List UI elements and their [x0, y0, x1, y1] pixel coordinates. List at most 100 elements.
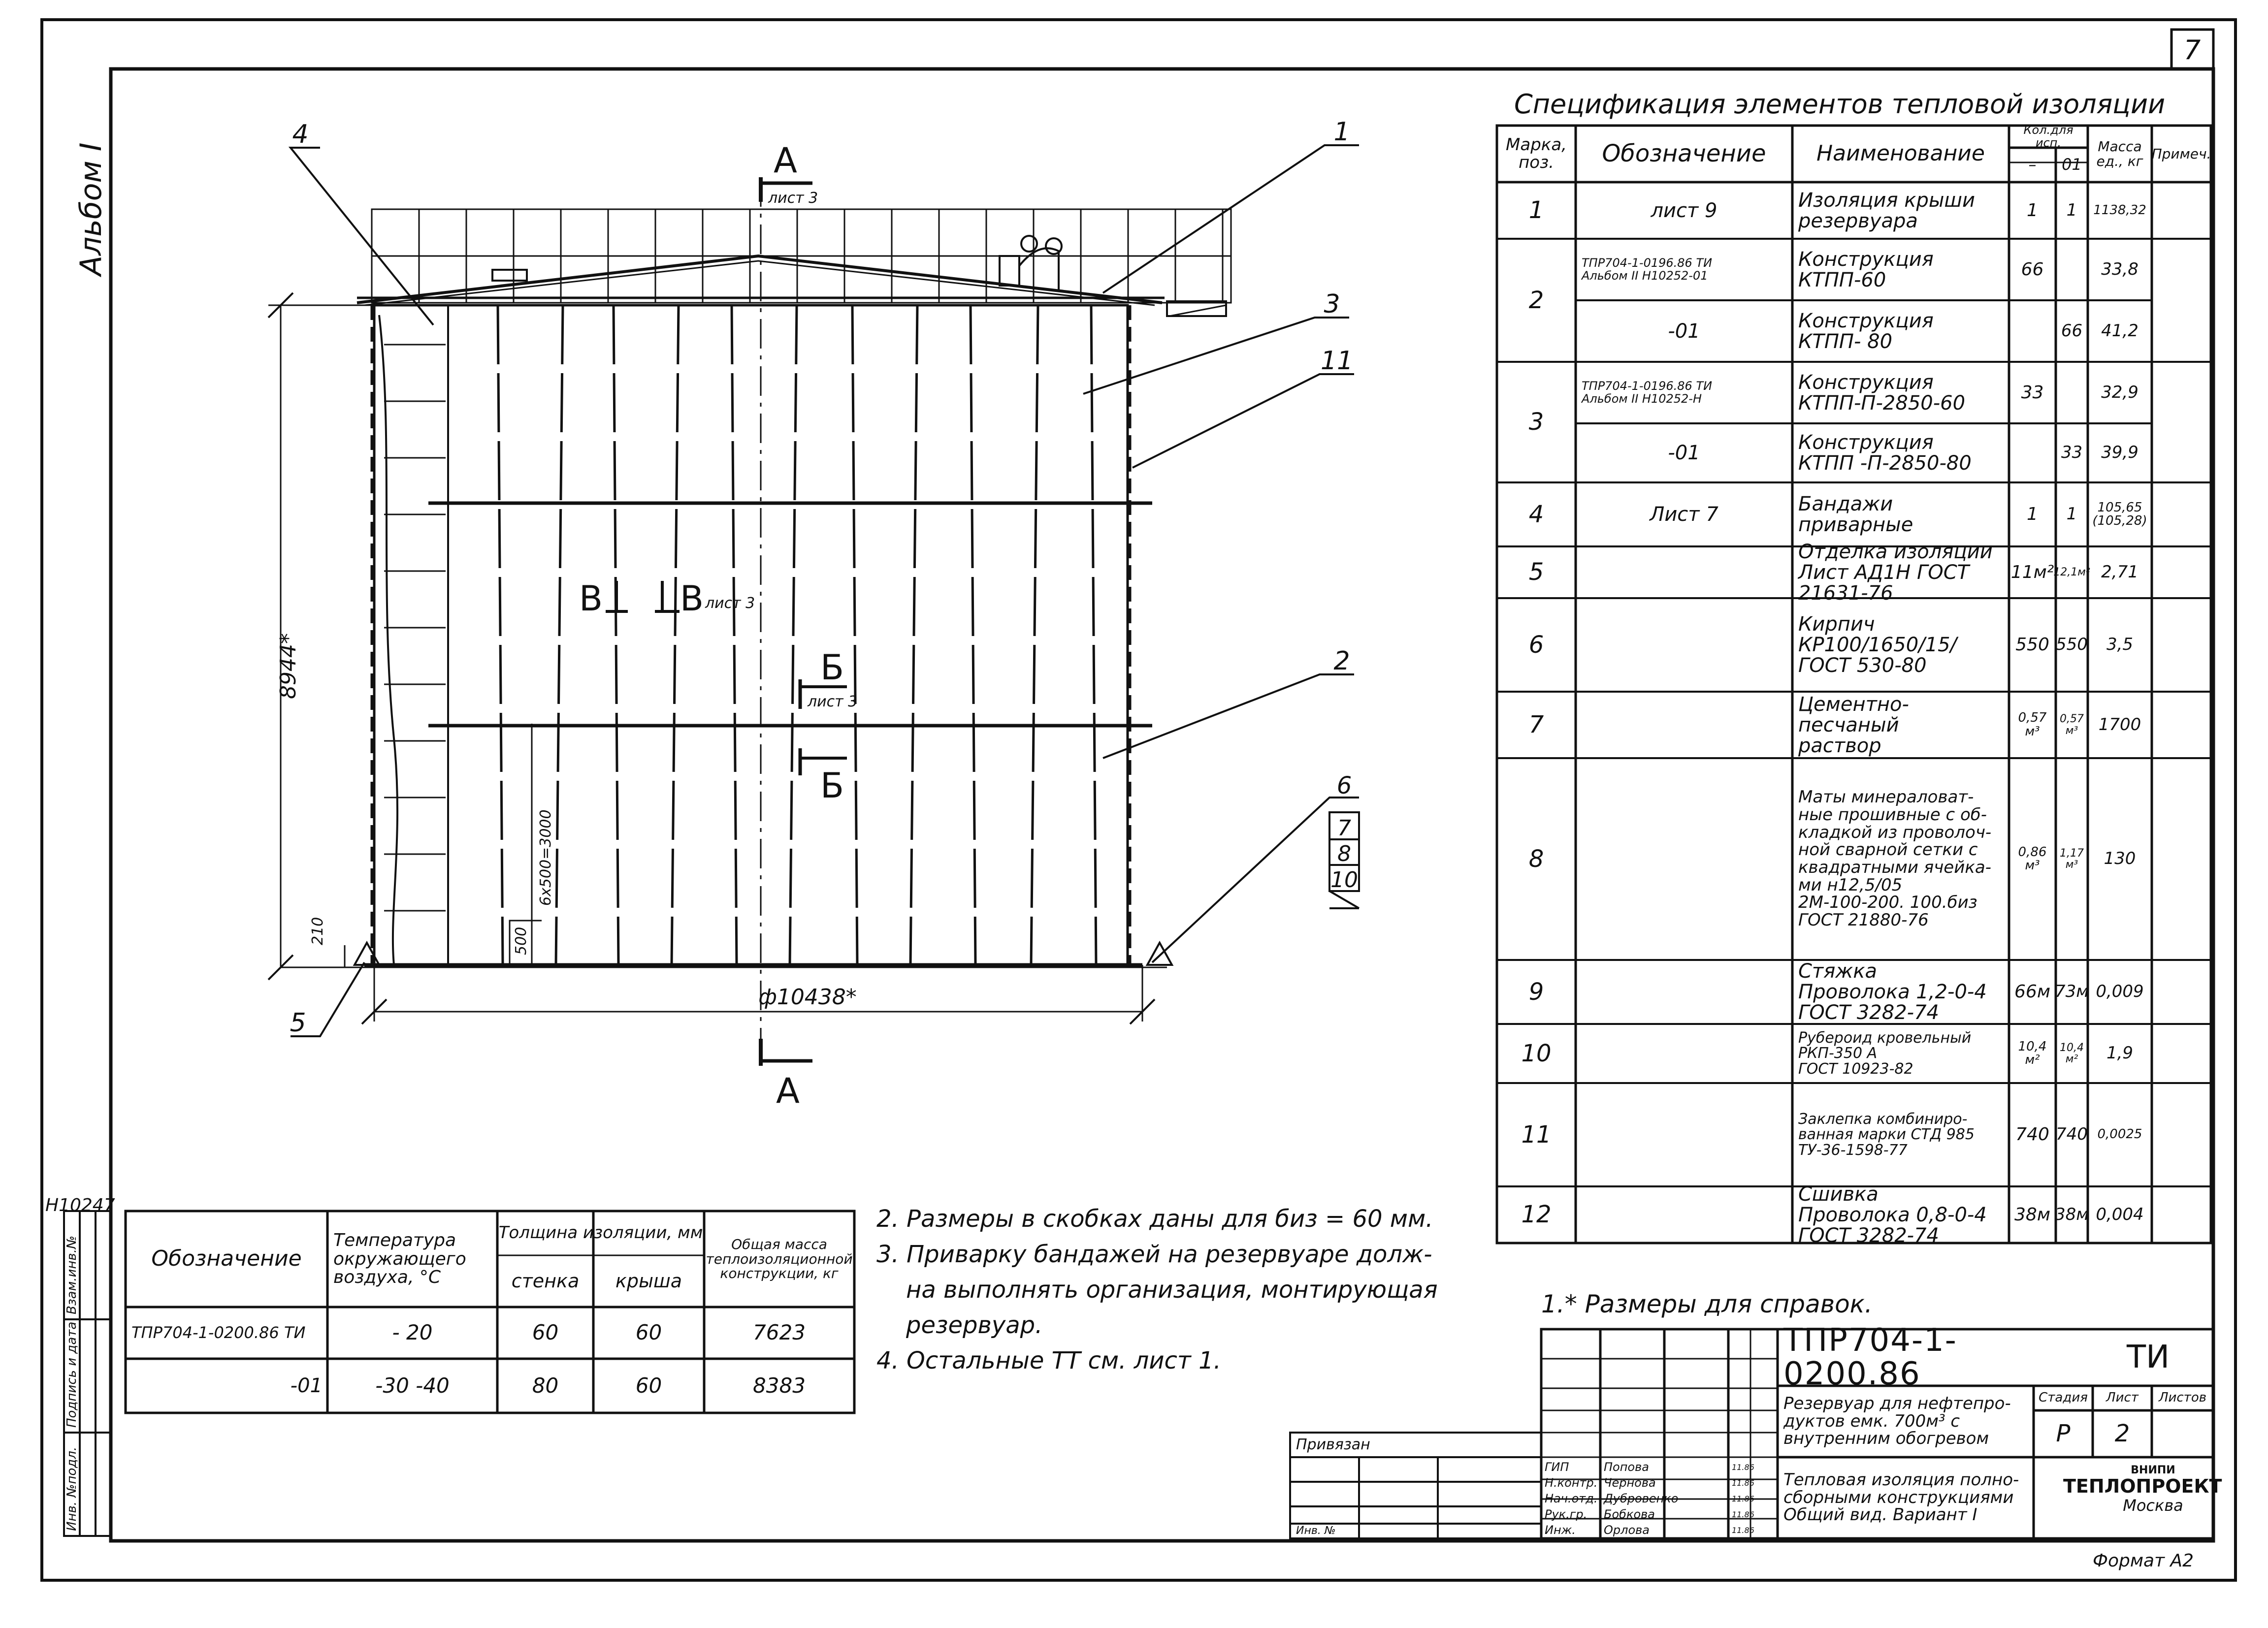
title-organization: ВНИПИ ТЕПЛОПРОЕКТ Москва: [2034, 1464, 2222, 1514]
spec-row-6-1-mass: 3,5: [2106, 635, 2134, 655]
spec-row-9-1-qty2: 73м: [2055, 982, 2089, 1002]
outer-frame: [40, 18, 2237, 1582]
spec-row-10-mark: 10: [1521, 1039, 1552, 1067]
spec-header-name: Наименование: [1816, 141, 1985, 166]
variant-row-2-temp: -30 -40: [375, 1373, 450, 1398]
variant-row-1-wall: 60: [532, 1320, 559, 1345]
spec-row-3-1-qty2: [2056, 362, 2088, 423]
variants-header-designation: Обозначение: [151, 1246, 302, 1272]
variant-row-1-mass: 7623: [753, 1320, 806, 1345]
variants-header-thickness: Толщина изоляции, мм: [498, 1223, 703, 1243]
staff-1-name: Попова: [1604, 1460, 1649, 1474]
spec-row-7-1-name: Цементно-песчаный раствор: [1798, 693, 1909, 757]
album-label: Альбом I: [74, 143, 108, 278]
spec-row-3-1-name: Конструкция КТПП-П-2850-60: [1798, 371, 1966, 415]
callout-4: 4: [292, 120, 308, 149]
title-sheet-label: Лист: [2106, 1390, 2138, 1405]
roof-outline: [356, 254, 1163, 304]
staff-2-role: Н.контр.: [1545, 1476, 1598, 1490]
callout-2: 2: [1333, 646, 1350, 676]
title-object: Резервуар для нефтепро- дуктов емк. 700м…: [1783, 1393, 2011, 1449]
privyazan-grid: [1289, 1432, 1542, 1539]
spec-row-1-1-name: Изоляция крыши резервуара: [1798, 189, 1976, 232]
spec-row-8-1-designation: [1576, 758, 1792, 960]
panel-seams: [496, 305, 1098, 965]
title-sheets-label: Листов: [2158, 1390, 2207, 1405]
section-v-sheet: лист 3: [705, 595, 755, 612]
spec-row-2-mark: 2: [1528, 286, 1544, 314]
dimension-500: 500: [513, 927, 530, 955]
spec-row-2-2-mass: 41,2: [2101, 320, 2138, 341]
spec-row-10-1-name: Рубероид кровельный РКП-350 А ГОСТ 10923…: [1798, 1029, 1972, 1078]
diameter-dimension: ф10438*: [758, 985, 857, 1010]
spec-header-mass: Масса ед., кг: [2096, 138, 2143, 169]
variant-row-1-temp: - 20: [392, 1320, 433, 1345]
variants-header-temp: Температура окружающего воздуха, °С: [333, 1230, 466, 1288]
callout-6: 6: [1337, 772, 1352, 799]
section-v-right-letter: В: [680, 578, 704, 619]
dimension-210: 210: [309, 917, 326, 945]
note-3-line-1: 3. Приварку бандажей на резервуаре долж-: [876, 1241, 1432, 1268]
spec-row-5-1-qty1: 11м²: [2010, 562, 2054, 582]
note-4: 4. Остальные ТТ см. лист 1.: [876, 1347, 1221, 1374]
staff-5-name: Орлова: [1604, 1523, 1650, 1537]
spec-row-4-1-designation: Лист 7: [1650, 503, 1718, 526]
spec-header-note: Примеч.: [2151, 145, 2211, 162]
variant-row-1-designation: ТПР704-1-0200.86 ТИ: [131, 1323, 306, 1342]
notes: 2. Размеры в скобках даны для биз = 60 м…: [876, 1201, 1438, 1378]
staff-4-role: Рук.гр.: [1545, 1507, 1588, 1522]
spec-row-11-1-designation: [1576, 1083, 1792, 1186]
spec-row-6-1-qty2: 550: [2056, 635, 2088, 655]
title-block-row-lines: [1541, 1358, 1778, 1520]
callout-7: 7: [1337, 816, 1351, 841]
callout-3: 3: [1324, 289, 1340, 319]
staff-5-role: Инж.: [1545, 1523, 1576, 1537]
spec-header-qty-01: 01: [2062, 155, 2082, 174]
spec-row-8-mark: 8: [1528, 845, 1544, 873]
spec-row-8-1-qty1: 0,86 м³: [2018, 844, 2047, 873]
spec-row-4-1-mass: 105,65 (105,28): [2092, 500, 2147, 528]
title-sheet: 2: [2114, 1420, 2130, 1448]
spec-row-10-1-mass: 1,9: [2106, 1043, 2134, 1063]
spec-row-2-2-qty1: [2009, 300, 2056, 362]
spec-row-4-mark: 4: [1528, 500, 1544, 528]
section-b-bottom-letter: Б: [820, 766, 844, 806]
spec-row-11-1-mass: 0,0025: [2097, 1127, 2142, 1142]
staff-4-name: Бобкова: [1604, 1507, 1655, 1522]
variant-row-1-roof: 60: [635, 1320, 662, 1345]
spec-row-11-1-qty2: 740: [2056, 1124, 2088, 1145]
note-3-line-3: резервуар.: [906, 1311, 1043, 1339]
spec-row-lines: [1497, 238, 2211, 1187]
callout-10: 10: [1330, 867, 1358, 893]
spec-row-3-2-name: Конструкция КТПП -П-2850-80: [1798, 431, 1972, 475]
title-sheet-title: Тепловая изоляция полно- сборными констр…: [1783, 1469, 2019, 1525]
staff-1-date: 11.86: [1732, 1462, 1754, 1472]
sheet-number-box: [2170, 28, 2215, 70]
spec-header-designation: Обозначение: [1602, 140, 1766, 168]
spec-row-1-1-qty2: 1: [2066, 200, 2077, 220]
spec-row-3-mark: 3: [1528, 408, 1544, 436]
spec-row-6-mark: 6: [1528, 631, 1544, 659]
spec-row-6-1-qty1: 550: [2015, 635, 2049, 655]
spec-row-12-1-mass: 0,004: [2096, 1204, 2144, 1224]
spec-row-2-1-mass: 33,8: [2101, 259, 2138, 279]
spec-row-4-1-name: Бандажи приварные: [1798, 493, 1913, 536]
spec-row-8-1-mass: 130: [2104, 849, 2136, 869]
spec-row-2-1-name: Конструкция КТПП-60: [1798, 248, 1934, 291]
variant-row-2-wall: 80: [532, 1373, 559, 1398]
spec-row-3-2-designation: -01: [1668, 442, 1700, 464]
callout-8: 8: [1337, 841, 1351, 866]
roof-grid: [371, 208, 1232, 304]
spec-header-qty: Кол.для исп.: [2023, 123, 2074, 150]
title-code: ТПР704-1-0200.86: [1783, 1322, 1957, 1392]
stamp-inv-label: Инв. №подл.: [65, 1447, 79, 1531]
spec-row-2-2-designation: -01: [1668, 319, 1700, 343]
spec-header-qty-dash: –: [2028, 155, 2037, 174]
spec-row-11-mark: 11: [1521, 1120, 1552, 1149]
stamp-sign-label: Подпись и дата: [65, 1322, 79, 1428]
variants-header-mass: Общая масса теплоизоляционной конструкци…: [706, 1236, 853, 1282]
inventory-number: Н10247: [45, 1195, 115, 1215]
title-stage-label: Стадия: [2039, 1390, 2088, 1405]
section-a-top-sheet: лист 3: [768, 190, 818, 207]
